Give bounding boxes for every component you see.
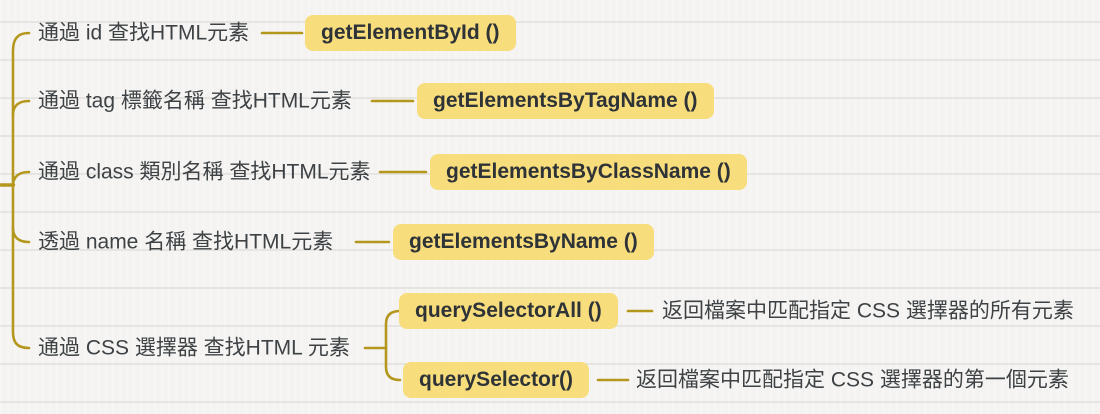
branch-connector-class bbox=[11, 170, 31, 188]
method-node-getelementsbytagname[interactable]: getElementsByTagName () bbox=[417, 83, 714, 119]
desc-queryselectorall[interactable]: 返回檔案中匹配指定 CSS 選擇器的所有元素 bbox=[662, 299, 1074, 323]
topic-find-by-css-selector[interactable]: 通過 CSS 選擇器 查找HTML 元素 bbox=[38, 336, 350, 360]
branch-connector-name bbox=[11, 226, 31, 244]
topic-find-by-id[interactable]: 通過 id 查找HTML元素 bbox=[38, 21, 250, 45]
css-children-bracket bbox=[384, 309, 402, 382]
method-node-getelementbyid[interactable]: getElementById () bbox=[305, 15, 516, 51]
topic-find-by-name[interactable]: 透過 name 名稱 查找HTML元素 bbox=[38, 230, 334, 254]
topic-find-by-tag[interactable]: 通過 tag 標籤名稱 查找HTML元素 bbox=[38, 89, 352, 113]
topic-find-by-class[interactable]: 通過 class 類別名稱 查找HTML元素 bbox=[38, 160, 371, 184]
method-node-queryselectorall[interactable]: querySelectorAll () bbox=[399, 293, 618, 329]
desc-queryselector[interactable]: 返回檔案中匹配指定 CSS 選擇器的第一個元素 bbox=[636, 368, 1069, 392]
trunk-connector bbox=[11, 31, 31, 350]
branch-connector-tag bbox=[11, 99, 31, 117]
method-node-getelementsbyclassname[interactable]: getElementsByClassName () bbox=[430, 154, 747, 190]
method-node-getelementsbyname[interactable]: getElementsByName () bbox=[393, 224, 654, 260]
method-node-queryselector[interactable]: querySelector() bbox=[403, 362, 590, 398]
